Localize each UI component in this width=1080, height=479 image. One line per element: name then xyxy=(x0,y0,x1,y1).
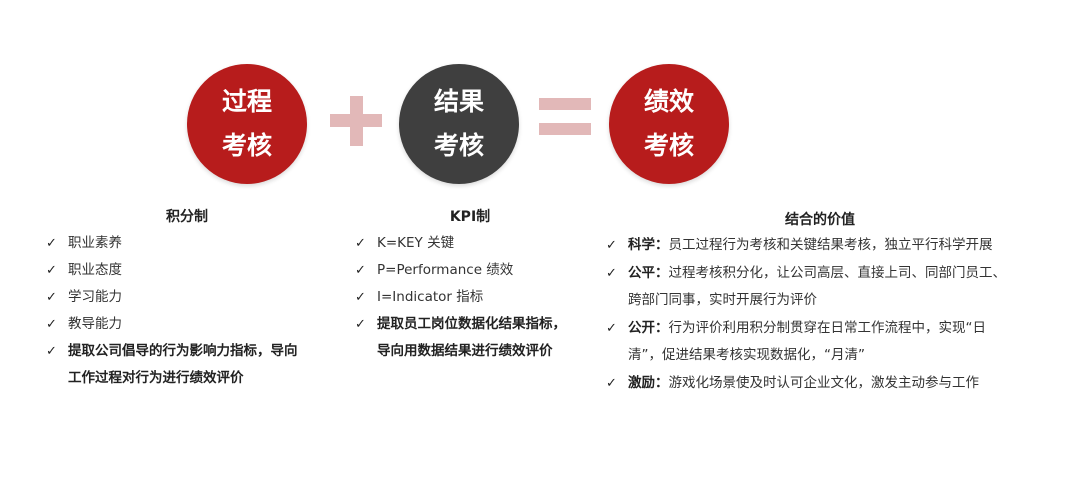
list-item: ✓职业素养 xyxy=(46,230,336,257)
check-icon: ✓ xyxy=(606,375,617,391)
list-item-highlight: ✓提取员工岗位数据化结果指标，导向用数据结果进行绩效评价 xyxy=(355,311,595,365)
check-icon: ✓ xyxy=(46,263,57,278)
check-icon: ✓ xyxy=(355,290,366,305)
list-item: ✓学习能力 xyxy=(46,284,336,311)
list-item: ✓K=KEY 关键 xyxy=(355,230,595,257)
process-assessment-circle: 过程 考核 xyxy=(187,64,307,184)
result-assessment-line1: 结果 xyxy=(433,87,484,116)
list-item: ✓教导能力 xyxy=(46,311,336,338)
check-icon: ✓ xyxy=(606,238,617,253)
points-system-title: 积分制 xyxy=(166,209,208,225)
check-icon: ✓ xyxy=(606,265,617,281)
result-assessment-line2: 考核 xyxy=(433,131,484,160)
list-item: ✓职业态度 xyxy=(46,257,336,284)
check-icon: ✓ xyxy=(355,263,366,278)
kpi-system-title: KPI制 xyxy=(449,209,491,225)
process-assessment-line1: 过程 xyxy=(221,87,272,116)
combined-value-title: 结合的价值 xyxy=(785,212,855,228)
list-item-highlight: ✓提取公司倡导的行为影响力指标，导向工作过程对行为进行绩效评价 xyxy=(46,338,336,392)
performance-assessment-line1: 绩效 xyxy=(643,87,694,116)
list-item: ✓I=Indicator 指标 xyxy=(355,284,595,311)
list-item: ✓P=Performance 绩效 xyxy=(355,257,595,284)
list-item-fairness: ✓公平：过程考核积分化，让公司高层、直接上司、同部门员工、跨部门同事，实时开展行… xyxy=(606,260,1046,315)
check-icon: ✓ xyxy=(355,236,366,251)
check-icon: ✓ xyxy=(46,317,57,332)
check-icon: ✓ xyxy=(46,290,57,305)
equals-icon xyxy=(539,98,591,138)
points-system-list: ✓职业素养 ✓职业态度 ✓学习能力 ✓教导能力 ✓提取公司倡导的行为影响力指标，… xyxy=(46,230,336,392)
process-assessment-line2: 考核 xyxy=(221,131,272,160)
kpi-system-list: ✓K=KEY 关键 ✓P=Performance 绩效 ✓I=Indicator… xyxy=(355,230,595,365)
check-icon: ✓ xyxy=(355,317,366,332)
performance-assessment-circle: 绩效 考核 xyxy=(609,64,729,184)
check-icon: ✓ xyxy=(46,344,57,359)
check-icon: ✓ xyxy=(606,320,617,336)
combined-value-list: ✓科学：员工过程行为考核和关键结果考核，独立平行科学开展 ✓公平：过程考核积分化… xyxy=(606,232,1046,397)
list-item-incentive: ✓激励：游戏化场景使及时认可企业文化，激发主动参与工作 xyxy=(606,370,1046,398)
plus-icon xyxy=(330,96,382,146)
performance-assessment-line2: 考核 xyxy=(643,131,694,160)
result-assessment-circle: 结果 考核 xyxy=(399,64,519,184)
list-item-science: ✓科学：员工过程行为考核和关键结果考核，独立平行科学开展 xyxy=(606,232,1046,260)
list-item-openness: ✓公开：行为评价利用积分制贯穿在日常工作流程中，实现“日清”，促进结果考核实现数… xyxy=(606,315,1046,370)
check-icon: ✓ xyxy=(46,236,57,251)
